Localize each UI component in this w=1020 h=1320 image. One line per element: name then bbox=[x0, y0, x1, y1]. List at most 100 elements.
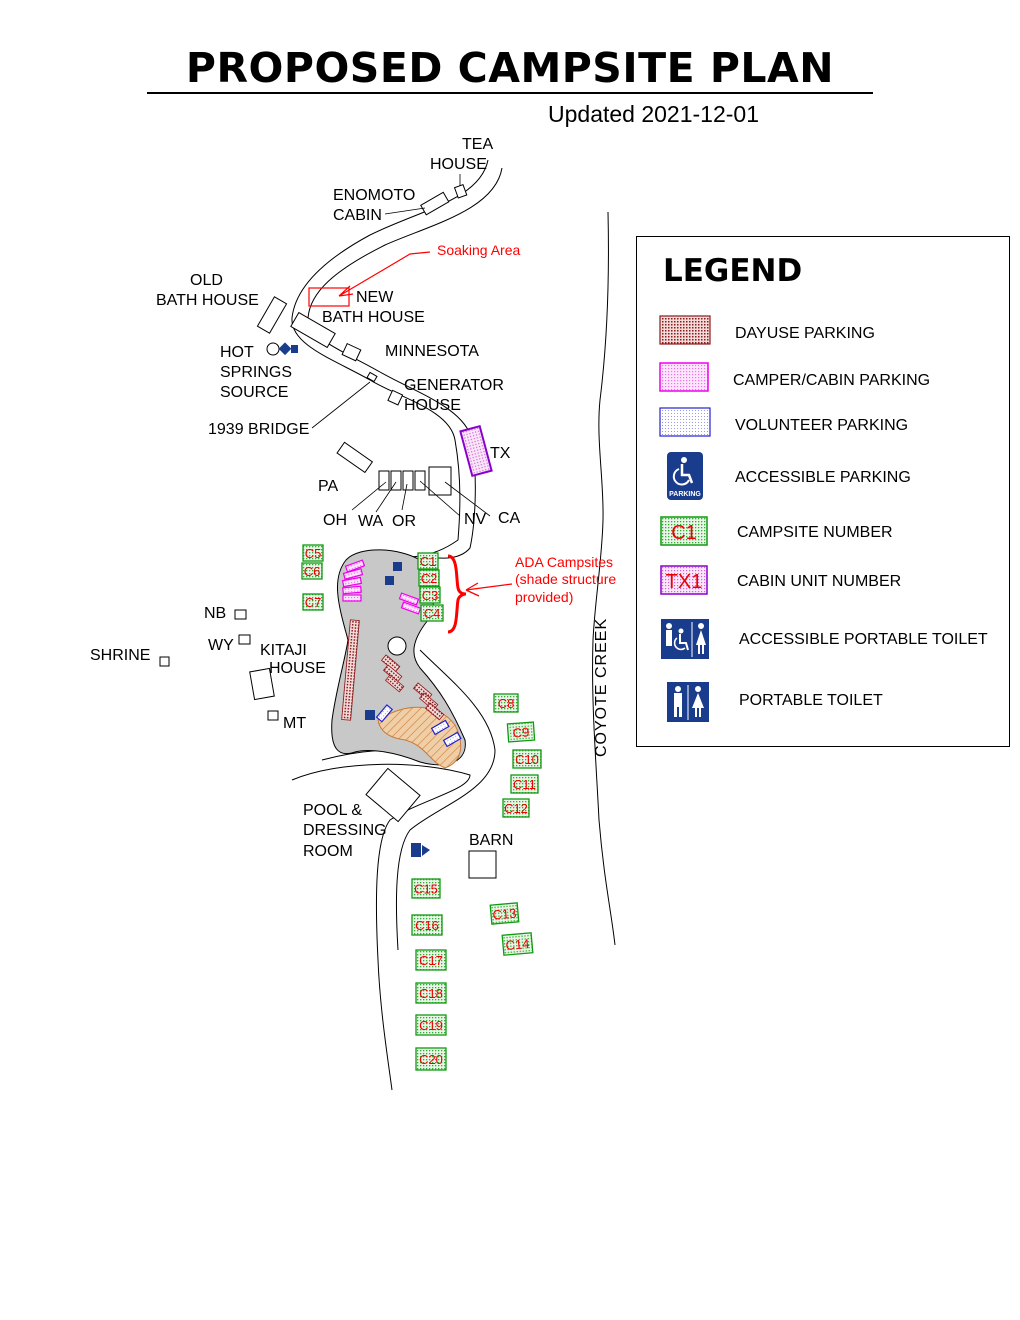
new-bath-house-label: NEW bbox=[356, 289, 394, 306]
campsite-box bbox=[411, 914, 443, 936]
wa-label: WA bbox=[358, 513, 384, 530]
wy-building bbox=[238, 634, 251, 645]
coyote-creek-line bbox=[592, 211, 616, 946]
soaking-area-arrow bbox=[338, 251, 431, 297]
legend-label: CAMPSITE NUMBER bbox=[737, 524, 893, 541]
tea-house-label: HOUSE bbox=[430, 156, 487, 173]
campsite-box bbox=[510, 774, 539, 794]
campsite-c3: C3 bbox=[419, 586, 441, 604]
accessible-parking-icon: PARKING bbox=[667, 452, 703, 500]
camper-parking-swatch bbox=[659, 362, 709, 392]
campsite-box bbox=[489, 902, 520, 925]
pool-label: DRESSING bbox=[303, 822, 387, 839]
legend-label: ACCESSIBLE PARKING bbox=[735, 469, 911, 486]
campsite-box bbox=[418, 569, 440, 587]
kitaji-house-label: KITAJI bbox=[260, 642, 307, 659]
campsite-number: C9 bbox=[512, 724, 530, 740]
accessible-toilet-arrow-icon bbox=[422, 845, 430, 856]
hot-springs-label: SPRINGS bbox=[220, 364, 292, 381]
pool-label: ROOM bbox=[303, 843, 353, 860]
or-leader bbox=[401, 483, 408, 511]
campsite-box bbox=[415, 982, 447, 1004]
campsite-number: C7 bbox=[305, 595, 322, 610]
soaking-area-label: Soaking Area bbox=[437, 242, 520, 258]
ada-arrow bbox=[465, 582, 513, 597]
road-edge-east bbox=[307, 167, 503, 559]
minnesota-building bbox=[341, 342, 362, 362]
legend-item-portable-toilet: PORTABLE TOILET bbox=[659, 680, 1004, 724]
campsite-number: C13 bbox=[492, 905, 517, 922]
old-bath-house-label: BATH HOUSE bbox=[156, 292, 259, 309]
camper-stall bbox=[344, 559, 366, 573]
nb-building bbox=[234, 609, 247, 620]
campsite-c4: C4 bbox=[420, 604, 444, 622]
road-edge-west bbox=[291, 159, 489, 558]
campsite-number: C19 bbox=[419, 1018, 443, 1033]
generator-house-label: HOUSE bbox=[404, 397, 461, 414]
ada-label: (shade structure bbox=[515, 571, 616, 587]
hot-springs-label: HOT bbox=[220, 344, 254, 361]
cabin-or bbox=[402, 470, 414, 491]
campsite-number: C5 bbox=[305, 546, 322, 561]
campsite-c16: C16 bbox=[411, 914, 443, 936]
shrine-label: SHRINE bbox=[90, 647, 150, 664]
campsite-box bbox=[502, 798, 530, 818]
hot-springs-circle bbox=[266, 342, 280, 356]
legend-item-cabin: TX1 CABIN UNIT NUMBER bbox=[659, 564, 1004, 604]
barn-building bbox=[468, 850, 497, 879]
cabin-ca bbox=[428, 466, 452, 496]
hot-springs-toilet-icon bbox=[278, 342, 292, 356]
campsite-c10: C10 bbox=[512, 749, 542, 769]
campsite-c5: C5 bbox=[302, 544, 324, 562]
ada-bracket bbox=[447, 554, 467, 634]
campsite-box bbox=[302, 593, 324, 611]
campsite-c8: C8 bbox=[493, 693, 519, 713]
generator-house-building bbox=[387, 389, 404, 406]
nv-label: NV bbox=[464, 511, 487, 528]
camper-stall bbox=[342, 585, 362, 595]
campsite-c2: C2 bbox=[418, 569, 440, 587]
campsite-c11: C11 bbox=[510, 774, 539, 794]
campsite-box bbox=[419, 586, 441, 604]
enomoto-cabin-building bbox=[420, 191, 450, 216]
campsite-c15: C15 bbox=[411, 878, 441, 899]
campsite-box bbox=[302, 544, 324, 562]
campsite-c12: C12 bbox=[502, 798, 530, 818]
legend-label: PORTABLE TOILET bbox=[739, 692, 883, 709]
campsite-number-swatch: C1 bbox=[660, 516, 708, 546]
campsite-c1: C1 bbox=[417, 552, 439, 570]
campsite-number: C6 bbox=[304, 564, 321, 579]
ada-label: provided) bbox=[515, 589, 573, 605]
campsite-number: C14 bbox=[505, 936, 530, 953]
old-bath-house-label: OLD bbox=[190, 272, 223, 289]
campsite-number: C4 bbox=[424, 606, 441, 621]
hot-springs-accessible-icon bbox=[291, 345, 298, 353]
campsite-box bbox=[417, 552, 439, 570]
campsite-box bbox=[512, 749, 542, 769]
lot-island bbox=[387, 636, 407, 656]
campsite-number: C11 bbox=[513, 777, 536, 792]
campsite-number: C2 bbox=[421, 571, 438, 586]
campsite-box bbox=[415, 949, 447, 971]
cabin-nv bbox=[414, 470, 426, 491]
legend-item-camper: CAMPER/CABIN PARKING bbox=[659, 362, 1004, 402]
tx-label: TX bbox=[490, 445, 511, 462]
campsite-number: C10 bbox=[515, 752, 539, 767]
shrine-building bbox=[159, 656, 170, 667]
nb-label: NB bbox=[204, 605, 226, 622]
campsite-c18: C18 bbox=[415, 982, 447, 1004]
legend-title: LEGEND bbox=[663, 253, 803, 289]
campsite-number: C18 bbox=[419, 986, 443, 1001]
kitaji-house-label: HOUSE bbox=[269, 660, 326, 677]
pool-building bbox=[365, 767, 421, 823]
legend-item-accessible-toilet: ACCESSIBLE PORTABLE TOILET bbox=[659, 617, 1004, 661]
campsite-c19: C19 bbox=[415, 1014, 447, 1036]
enomoto-leader bbox=[384, 207, 426, 215]
ca-leader bbox=[444, 481, 491, 517]
campsite-number: C12 bbox=[504, 801, 528, 816]
campsite-number: C1 bbox=[420, 554, 437, 569]
campsite-number: C15 bbox=[414, 882, 438, 897]
campsite-box bbox=[420, 604, 444, 622]
pa-label: PA bbox=[318, 478, 338, 495]
